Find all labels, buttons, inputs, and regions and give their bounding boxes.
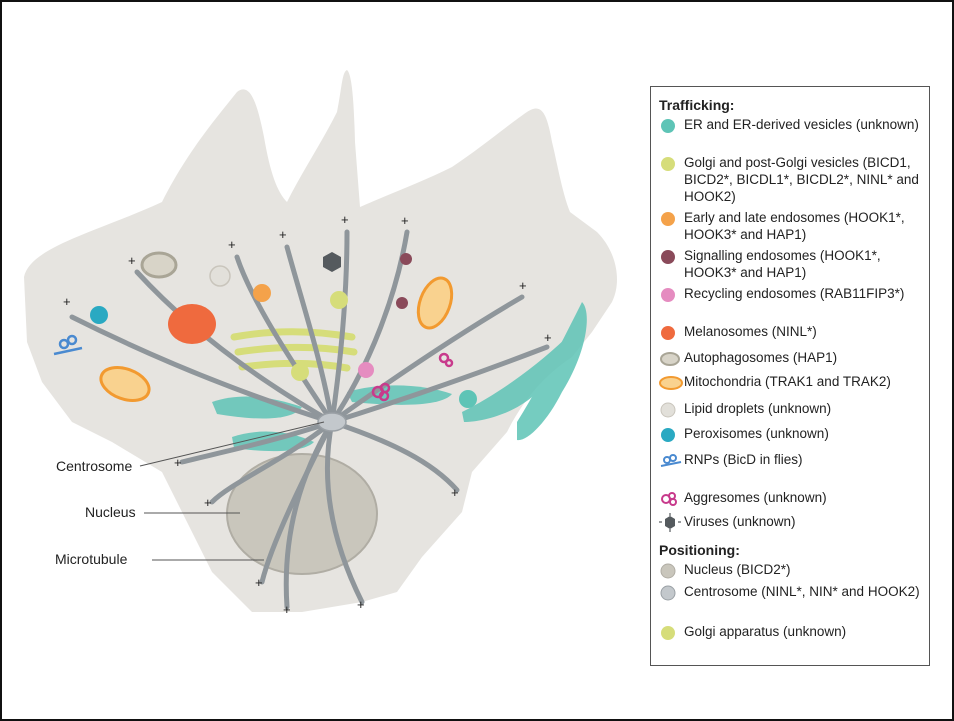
plus-end-marker: + — [204, 495, 212, 510]
er-vesicle-icon — [659, 116, 679, 136]
plus-end-marker: + — [451, 485, 459, 500]
peroxisome-icon — [659, 425, 679, 445]
positioning-title: Positioning: — [659, 542, 740, 558]
legend-item-recycling-endosomes: Recycling endosomes (RAB11FIP3*) — [659, 285, 927, 321]
nucleus-icon — [659, 561, 679, 581]
signalling-endosome-icon — [659, 247, 679, 267]
autophagosome-icon — [659, 349, 683, 369]
plus-end-marker: + — [255, 575, 263, 590]
plus-end-marker: + — [63, 294, 71, 309]
legend-item-er: ER and ER-derived vesicles (unknown) — [659, 116, 927, 152]
trafficking-title: Trafficking: — [659, 97, 734, 113]
plus-end-marker: + — [228, 237, 236, 252]
legend-item-signalling-endosomes: Signalling endosomes (HOOK1*, HOOK3* and… — [659, 247, 927, 283]
plus-end-marker: + — [519, 278, 527, 293]
mitochondria-icon — [659, 373, 685, 393]
legend-item-peroxisomes: Peroxisomes (unknown) — [659, 425, 927, 445]
aggresome-icon — [659, 489, 683, 509]
virus-icon — [659, 513, 683, 533]
legend-item-golgi-vesicles: Golgi and post-Golgi vesicles (BICD1, BI… — [659, 154, 927, 208]
legend-item-golgi-apparatus: Golgi apparatus (unknown) — [659, 623, 927, 643]
plus-end-marker: + — [357, 597, 365, 612]
lipid-droplet-icon — [659, 400, 679, 420]
golgi-vesicle-icon — [659, 154, 679, 174]
legend-item-melanosomes: Melanosomes (NINL*) — [659, 323, 927, 343]
endosome-icon — [659, 209, 679, 229]
plus-end-marker: + — [128, 253, 136, 268]
legend: Trafficking: ER and ER-derived vesicles … — [650, 86, 930, 666]
legend-item-nucleus: Nucleus (BICD2*) — [659, 561, 927, 581]
plus-end-marker: + — [174, 455, 182, 470]
legend-item-aggresomes: Aggresomes (unknown) — [659, 489, 927, 509]
legend-item-autophagosomes: Autophagosomes (HAP1) — [659, 349, 927, 369]
rnp-icon — [659, 451, 683, 471]
legend-item-rnps: RNPs (BicD in flies) — [659, 451, 927, 471]
plus-end-marker: + — [283, 602, 291, 617]
plus-end-marker: + — [341, 212, 349, 227]
legend-item-lipid-droplets: Lipid droplets (unknown) — [659, 400, 927, 420]
legend-item-endosomes: Early and late endosomes (HOOK1*, HOOK3*… — [659, 209, 927, 245]
plus-end-marker: + — [544, 330, 552, 345]
legend-item-centrosome: Centrosome (NINL*, NIN* and HOOK2) — [659, 583, 927, 619]
melanosome-icon — [659, 323, 679, 343]
golgi-apparatus-icon — [659, 623, 679, 643]
legend-item-viruses: Viruses (unknown) — [659, 513, 927, 533]
plus-end-marker: + — [401, 213, 409, 228]
recycling-endosome-icon — [659, 285, 679, 305]
centrosome-icon — [659, 583, 679, 603]
plus-end-marker: + — [279, 227, 287, 242]
legend-item-mitochondria: Mitochondria (TRAK1 and TRAK2) — [659, 373, 927, 393]
